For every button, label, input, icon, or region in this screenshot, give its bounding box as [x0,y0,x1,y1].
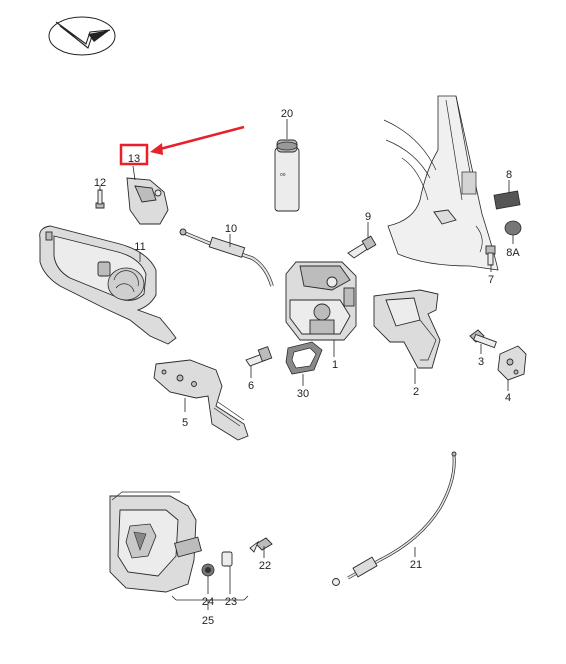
callout-12: 12 [94,177,106,189]
callout-11: 11 [134,241,145,253]
callout-25: 25 [202,615,214,627]
callout-6: 6 [248,380,254,392]
callout-1: 1 [332,359,338,371]
callout-21: 21 [410,559,422,571]
part-30-gasket [285,341,323,375]
part-2-bracket [373,289,441,369]
part-25-assembly [109,491,202,593]
part-20-spray-can: oo [274,139,300,212]
part-7-screw [485,245,496,266]
part-6-screw [245,346,273,367]
callout-23: 23 [225,596,237,608]
highlight-arrow [150,125,245,155]
part-21-cable [332,451,457,586]
door-frame [383,95,499,271]
callout-9: 9 [365,211,371,223]
callout-20: 20 [281,108,293,120]
logo-emblem [48,16,116,56]
group-25-bracket [171,595,249,610]
callout-3: 3 [478,356,484,368]
part-24-nut [201,563,215,577]
callout-24: 24 [202,596,214,608]
callout-7: 7 [488,274,494,286]
callout-labels: 20 13 12 11 10 9 8 8A 7 6 5 30 1 2 3 4 2… [94,108,521,627]
highlight-box [119,143,149,166]
svg-text:oo: oo [280,172,286,178]
part-22-screw [249,537,273,553]
callout-8: 8 [506,169,512,181]
callout-30: 30 [297,388,309,400]
part-13-bracket [126,177,169,225]
part-8-cap [493,190,521,210]
callout-22: 22 [259,560,271,572]
part-10-cable [179,228,274,287]
callout-13: 13 [128,153,140,165]
callout-4: 4 [505,392,511,404]
callout-10: 10 [225,223,237,235]
part-11-handle-housing [39,225,177,345]
part-1-lock [285,261,357,341]
part-23-sleeve [221,551,233,567]
part-5-bracket [153,359,249,441]
part-4-striker [497,345,527,381]
callout-5: 5 [182,417,188,429]
part-3-bolt [469,329,497,349]
callout-8a: 8A [506,247,520,259]
callout-2: 2 [413,386,419,398]
part-12-screw [95,189,105,209]
part-9-bolt [347,235,377,259]
part-8a-cap [504,220,522,236]
